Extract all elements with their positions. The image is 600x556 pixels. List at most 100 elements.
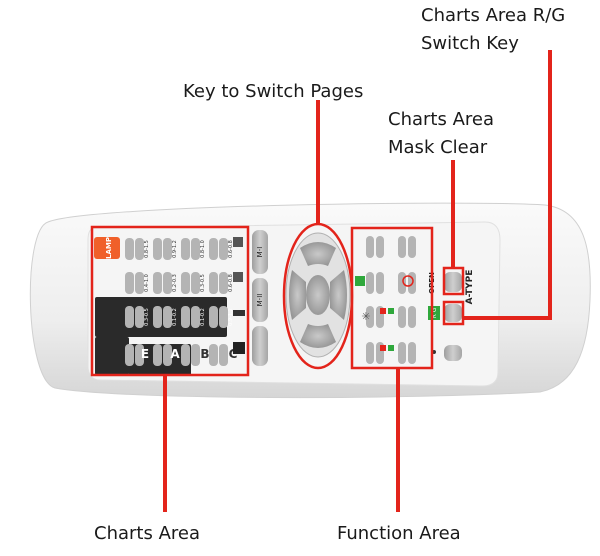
chart-letter-b: B — [200, 347, 209, 361]
mem-extra-button[interactable] — [252, 326, 268, 366]
plus-icon — [402, 275, 414, 287]
chart-key-right[interactable] — [135, 306, 144, 328]
chart-key-label: 0.8-1.0 — [200, 240, 206, 258]
chart-key-left[interactable] — [125, 344, 134, 366]
chart-key-left[interactable] — [181, 306, 190, 328]
dpad-right-button[interactable] — [330, 270, 347, 320]
chart-key-left[interactable] — [125, 306, 134, 328]
mem-small-key-1[interactable] — [233, 237, 243, 247]
chart-key-left[interactable] — [209, 306, 218, 328]
rg-switch-pointer — [463, 50, 552, 320]
function-key[interactable] — [408, 236, 416, 258]
chart-key-label: 0.1-0.2 — [200, 308, 206, 326]
chart-key-label: 0.8-1.5 — [144, 240, 150, 258]
function-key[interactable] — [408, 342, 416, 364]
rg-label: R G — [431, 307, 438, 318]
chart-key-right[interactable] — [135, 238, 144, 260]
dpad-left-button[interactable] — [289, 270, 306, 320]
lamp-button[interactable] — [94, 237, 120, 259]
chart-key-left[interactable] — [209, 238, 218, 260]
function-key[interactable] — [408, 306, 416, 328]
mem-small-key-2[interactable] — [233, 272, 243, 282]
rg-switch-outline — [442, 300, 465, 326]
function-keys-group — [366, 236, 416, 364]
chart-key-label: 0.3-0.5 — [144, 308, 150, 326]
chart-key-label: 0.2-0.3 — [172, 274, 178, 292]
chart-letter-e: E — [141, 347, 149, 361]
chart-key-left[interactable] — [209, 272, 218, 294]
red-indicator-2 — [380, 345, 386, 351]
mem-ii-button[interactable] — [252, 278, 268, 322]
chart-dark-panel-2 — [95, 337, 129, 375]
mask-clear-label: Charts Area Mask Clear — [388, 106, 494, 162]
chart-key-label: 0.6-0.8 — [228, 240, 234, 258]
chart-key-left[interactable] — [181, 344, 190, 366]
function-key[interactable] — [398, 342, 406, 364]
chart-key-label: 0.4-1.0 — [144, 274, 150, 292]
function-key[interactable] — [366, 236, 374, 258]
function-area-label: Function Area — [337, 523, 461, 544]
chart-key-right[interactable] — [163, 306, 172, 328]
chart-key-left[interactable] — [153, 272, 162, 294]
charts-area-outline — [90, 225, 250, 377]
function-key[interactable] — [398, 236, 406, 258]
rg-switch-key-label: Charts Area R/G Switch Key — [421, 2, 565, 58]
chart-key-right[interactable] — [163, 238, 172, 260]
function-key[interactable] — [366, 272, 374, 294]
chart-key-right[interactable] — [191, 344, 200, 366]
function-key[interactable] — [398, 272, 406, 294]
chart-key-right[interactable] — [191, 306, 200, 328]
function-key[interactable] — [376, 236, 384, 258]
chart-key-right[interactable] — [219, 306, 228, 328]
chart-key-label: 0.9-1.2 — [172, 240, 178, 258]
chart-key-right[interactable] — [191, 272, 200, 294]
chart-key-left[interactable] — [181, 238, 190, 260]
green-indicator-2 — [388, 308, 394, 314]
green-indicator-1 — [355, 276, 365, 286]
chart-key-left[interactable] — [209, 344, 218, 366]
rg-switch-button[interactable] — [444, 304, 462, 322]
function-key[interactable] — [376, 272, 384, 294]
chart-key-right[interactable] — [135, 344, 144, 366]
chart-key-left[interactable] — [125, 272, 134, 294]
mem-small-key-3[interactable] — [233, 310, 245, 316]
dpad-center-button[interactable] — [306, 275, 330, 315]
mask-clear-line-1: Charts Area — [388, 109, 494, 130]
green-indicator-3 — [388, 345, 394, 351]
function-area-outline — [350, 226, 434, 370]
chart-key-right[interactable] — [135, 272, 144, 294]
small-key-bottom[interactable] — [444, 345, 462, 361]
chart-key-right[interactable] — [219, 344, 228, 366]
chart-key-label: 0.1-0.2 — [172, 308, 178, 326]
mem-i-label: M-I — [256, 247, 264, 258]
chart-key-right[interactable] — [163, 272, 172, 294]
chart-key-label: 0.9-1.2 — [228, 308, 234, 326]
chart-key-left[interactable] — [153, 306, 162, 328]
function-key[interactable] — [366, 342, 374, 364]
chart-key-left[interactable] — [153, 344, 162, 366]
mem-ii-label: M-II — [256, 294, 264, 307]
chart-key-right[interactable] — [163, 344, 172, 366]
mem-small-key-4[interactable] — [233, 342, 245, 354]
chart-key-left[interactable] — [153, 238, 162, 260]
mask-clear-line-2: Mask Clear — [388, 137, 488, 158]
chart-key-left[interactable] — [181, 272, 190, 294]
function-key[interactable] — [366, 306, 374, 328]
rg-switch-key-line-1: Charts Area R/G — [421, 5, 566, 26]
rg-switch-key-line-2: Switch Key — [421, 33, 519, 54]
dpad-up-button[interactable] — [300, 242, 336, 266]
chart-key-right[interactable] — [219, 272, 228, 294]
chart-letter-a: A — [170, 347, 180, 361]
chart-keys-group: 0.8-1.5 0.9-1.2 0.8-1.0 0.6-0.8 0.4-1.0 0.2-0… — [125, 238, 234, 366]
mem-i-button[interactable] — [252, 230, 268, 274]
switch-pages-label: Key to Switch Pages — [183, 81, 364, 102]
function-key[interactable] — [398, 306, 406, 328]
sun-icon: ✳ — [361, 310, 370, 323]
chart-key-right[interactable] — [219, 238, 228, 260]
dpad-down-button[interactable] — [300, 324, 336, 348]
charts-area-label: Charts Area — [94, 523, 200, 544]
mask-clear-button[interactable] — [444, 272, 462, 292]
chart-key-left[interactable] — [125, 238, 134, 260]
chart-key-right[interactable] — [191, 238, 200, 260]
